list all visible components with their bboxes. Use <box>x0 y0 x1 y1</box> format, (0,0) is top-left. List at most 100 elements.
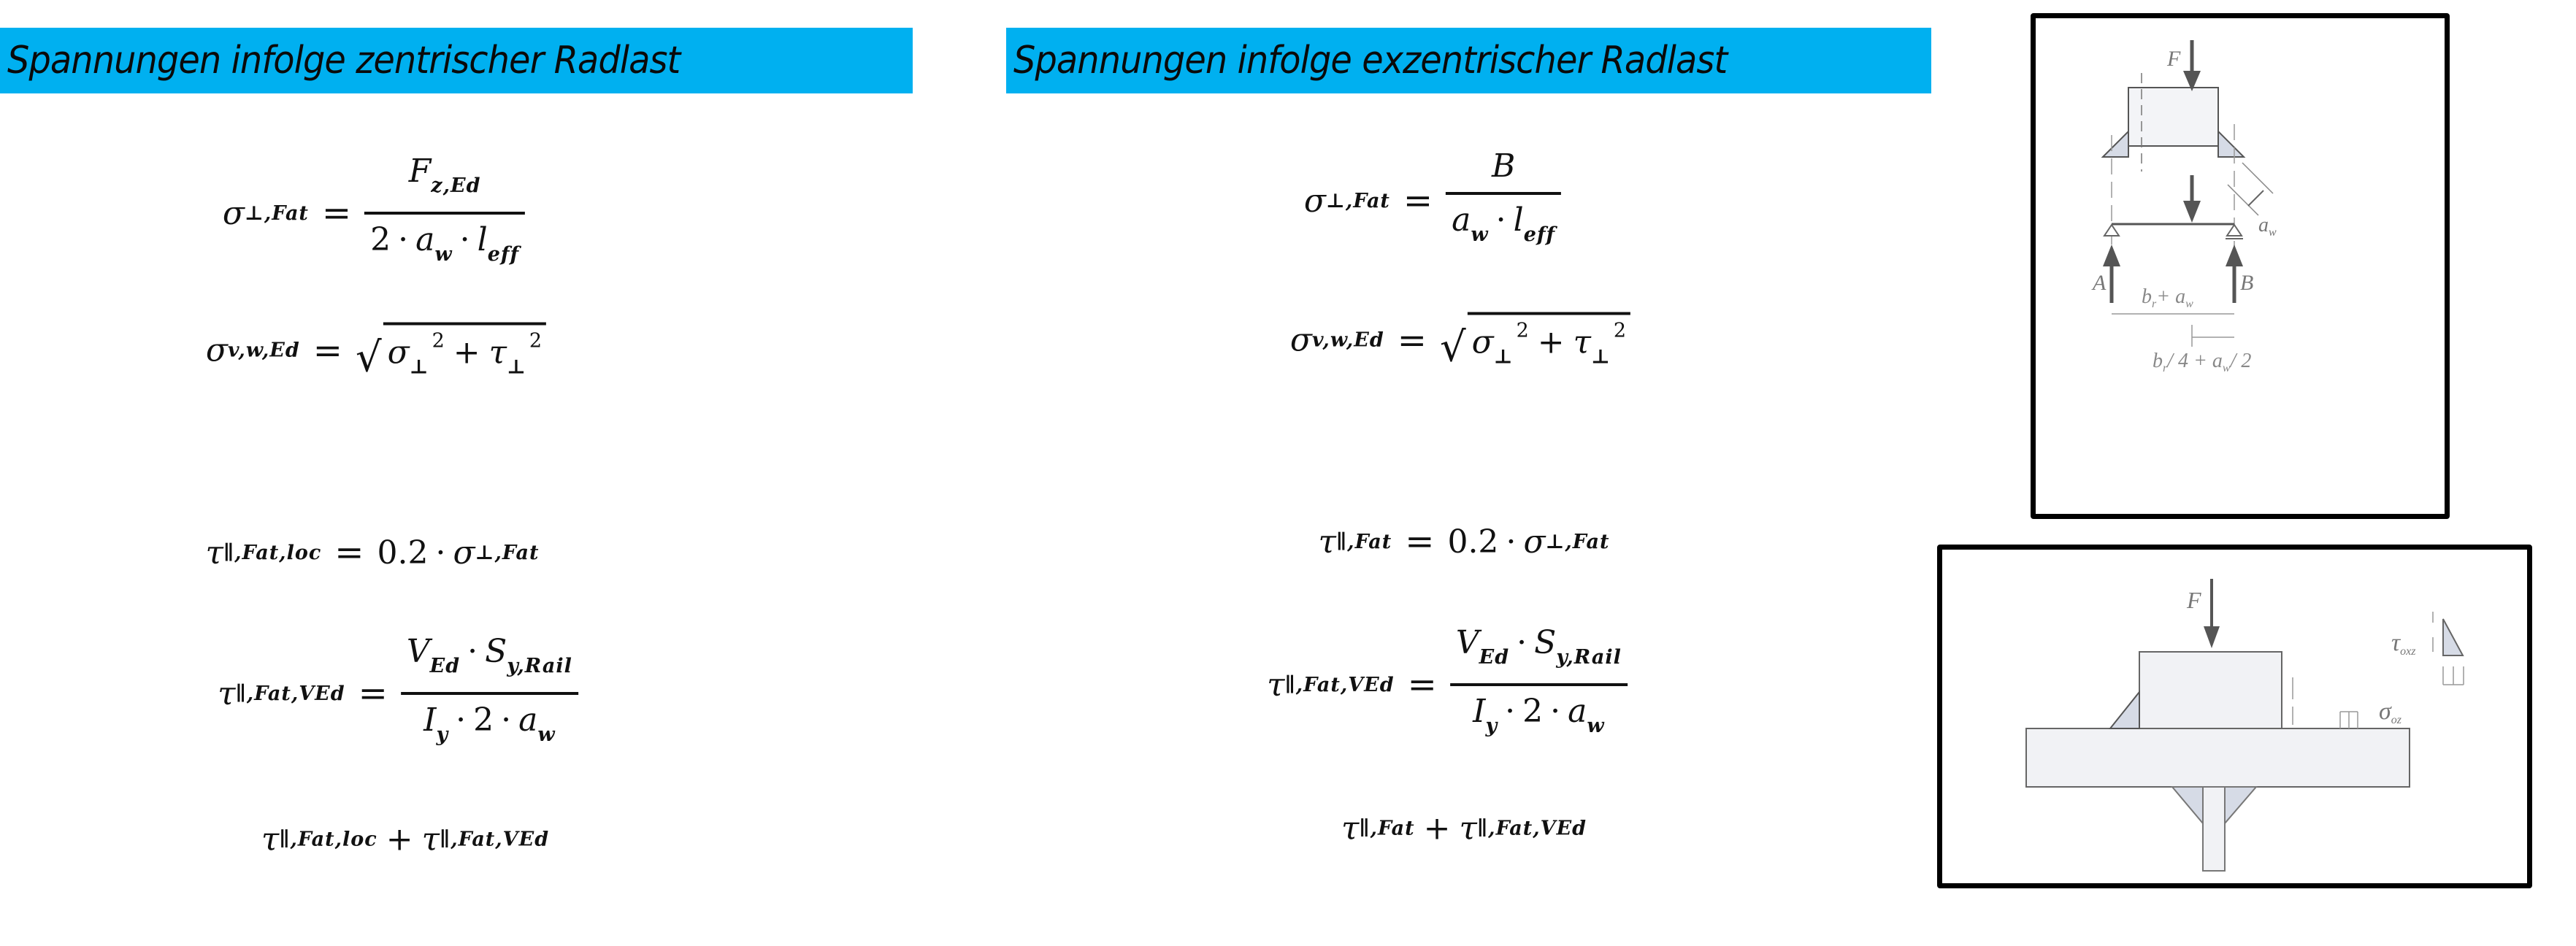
force-arrow-icon <box>2183 71 2201 91</box>
sigma-label: σoz <box>2379 698 2402 726</box>
formula-sigma-perp-fat-centric: σ⊥,Fat = Fz,Ed 2·aw·leff <box>222 150 526 276</box>
tau-label: τoxz <box>2391 629 2416 658</box>
subscript: ∥,Fat <box>1359 817 1415 840</box>
number: 2 <box>370 221 391 258</box>
symbol: τ <box>1318 523 1336 561</box>
load-arrow-icon <box>2183 201 2201 223</box>
subscript: z,Ed <box>431 174 481 197</box>
fraction-bar <box>400 692 578 695</box>
section-title-centric: Spannungen infolge zentrischer Radlast <box>7 39 681 82</box>
symbol: σ <box>222 194 245 232</box>
symbol: I <box>423 701 437 739</box>
tau-distribution-icon <box>2442 618 2464 656</box>
symbol: σ <box>1289 321 1312 359</box>
rail-weld-icon <box>2108 690 2140 729</box>
symbol: V <box>406 633 430 670</box>
denominator: Iy·2·aw <box>418 699 561 756</box>
subscript: ⊥ <box>507 355 526 379</box>
symbol: I <box>1473 693 1486 730</box>
rail-head-block <box>2128 87 2219 147</box>
formula-sigma-perp-fat-eccentric: σ⊥,Fat = B aw·leff <box>1304 145 1562 256</box>
subscript: ⊥,Fat <box>1545 530 1610 553</box>
equals-sign: = <box>358 673 388 714</box>
equals-sign: = <box>1397 320 1427 361</box>
dot-operator: · <box>467 633 478 670</box>
symbol: B <box>1491 147 1516 185</box>
formula-tau-sum-centric: τ∥,Fat,loc + τ∥,Fat,VEd <box>261 821 549 858</box>
symbol: τ <box>1573 323 1592 361</box>
dot-operator: · <box>398 221 409 258</box>
numerator: Fz,Ed <box>403 150 487 207</box>
fraction: Fz,Ed 2·aw·leff <box>364 150 526 276</box>
subscript: eff <box>1523 223 1556 246</box>
subscript: ∥,Fat,VEd <box>235 682 345 705</box>
symbol: τ <box>218 674 236 712</box>
subscript: ⊥,Fat <box>244 201 309 225</box>
section-header-eccentric: Spannungen infolge exzentrischer Radlast <box>1006 28 1931 93</box>
subscript: ∥,Fat,VEd <box>1476 817 1587 840</box>
dot-operator: · <box>1495 201 1506 239</box>
symbol: F <box>408 153 432 190</box>
subscript: y,Rail <box>1556 646 1622 669</box>
fraction: B aw·leff <box>1446 145 1562 256</box>
exponent: 2 <box>1516 319 1529 342</box>
radical-sign-icon: √ <box>1439 323 1466 372</box>
symbol: a <box>518 701 538 739</box>
equals-sign: = <box>1403 180 1433 221</box>
symbol: S <box>485 633 507 670</box>
equals-sign: = <box>321 193 352 234</box>
plus-sign: + <box>1537 323 1565 361</box>
denominator: 2·aw·leff <box>364 219 525 276</box>
subscript: y <box>1485 715 1498 737</box>
denominator: aw·leff <box>1446 199 1561 256</box>
symbol: σ <box>1523 523 1546 561</box>
symbol: τ <box>1267 666 1285 704</box>
symbol: l <box>1513 201 1524 239</box>
subscript: ∥,Fat,VEd <box>439 828 550 851</box>
symbol: τ <box>261 820 280 858</box>
symbol: τ <box>488 334 507 372</box>
numerator: VEd·Sy,Rail <box>1450 622 1628 679</box>
dot-operator: · <box>1505 693 1516 730</box>
beam-model-drawing: F A B aw br+ aw br/ 4 + aw/ 2 <box>2091 40 2277 374</box>
plus-sign: + <box>386 820 413 858</box>
support-a-icon <box>2103 223 2120 236</box>
symbol: a <box>1568 693 1587 730</box>
flange-plate <box>2025 728 2410 788</box>
formula-tau-sum-eccentric: τ∥,Fat + τ∥,Fat,VEd <box>1341 810 1587 847</box>
radicand: σ⊥2+τ⊥2 <box>383 322 547 379</box>
denominator: Iy·2·aw <box>1467 691 1611 747</box>
numerator: B <box>1486 145 1521 188</box>
weld-throat-label: aw <box>2258 214 2277 239</box>
equals-sign: = <box>334 532 364 573</box>
number: 0.2 <box>1447 523 1499 561</box>
web-plate <box>2202 786 2226 872</box>
formula-tau-par-fat: τ∥,Fat = 0.2· σ⊥,Fat <box>1319 521 1610 562</box>
force-label: F <box>2166 47 2181 71</box>
force-arrow-icon <box>2204 626 2220 648</box>
fraction: VEd·Sy,Rail Iy·2·aw <box>1449 622 1628 747</box>
plus-sign: + <box>1423 810 1451 847</box>
exponent: 2 <box>1613 319 1627 342</box>
subscript: ∥,Fat,VEd <box>1284 673 1395 696</box>
support-b-icon <box>2226 223 2243 236</box>
subscript: ∥,Fat,loc <box>279 828 377 851</box>
square-root: √ σ⊥2+τ⊥2 <box>1439 312 1631 372</box>
subscript: v,w,Ed <box>227 339 300 362</box>
rail-section-drawing: F σoz τoxz <box>2025 579 2464 872</box>
subscript: w <box>537 723 556 746</box>
support-a-label: A <box>2091 271 2107 295</box>
dot-operator: · <box>456 701 467 739</box>
symbol: a <box>415 221 435 258</box>
reaction-b-arrow-icon <box>2226 245 2243 266</box>
rail-block <box>2139 651 2282 729</box>
symbol: V <box>1455 624 1479 661</box>
symbol: τ <box>205 534 223 572</box>
subscript: w <box>434 243 453 266</box>
subscript: Ed <box>429 655 461 677</box>
symbol: σ <box>387 334 410 372</box>
subscript: ∥,Fat <box>1335 530 1392 553</box>
symbol: a <box>1452 201 1471 239</box>
plus-sign: + <box>453 334 480 372</box>
